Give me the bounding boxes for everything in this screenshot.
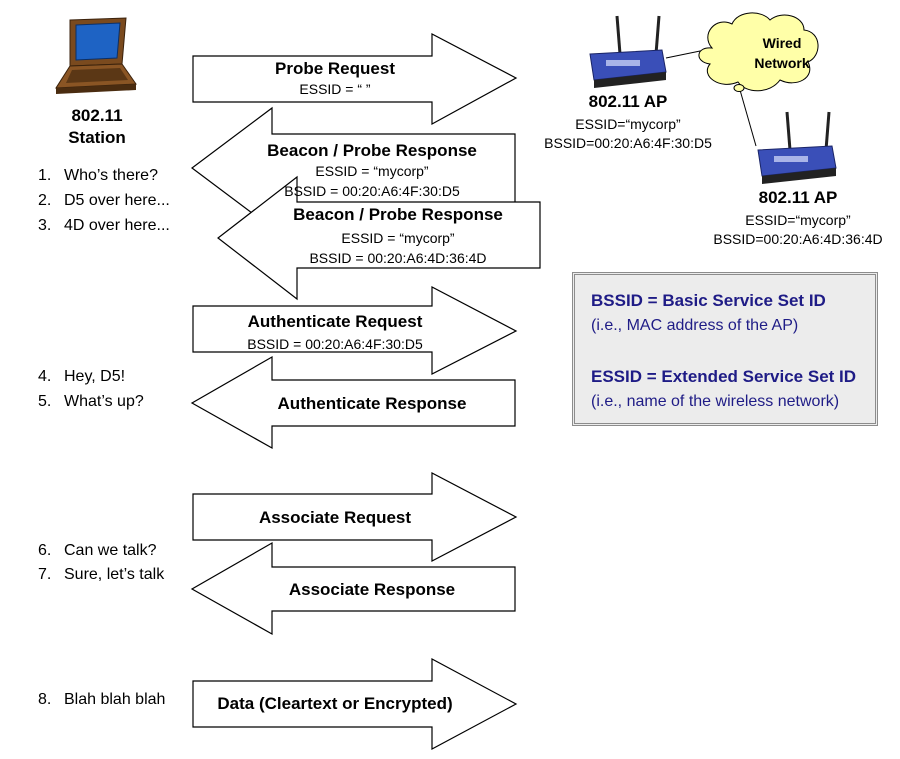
step-item: 1. Who’s there?	[38, 167, 158, 185]
step-number: 3.	[38, 217, 52, 234]
authenticate-request-title: Authenticate Request	[247, 312, 423, 331]
step-item: 8. Blah blah blah	[38, 691, 165, 709]
associate-request-arrow	[192, 472, 518, 562]
cloud-line2: Network	[754, 55, 810, 71]
step-item: 2. D5 over here...	[38, 192, 170, 210]
wired-network-cloud	[665, 12, 819, 147]
data-arrow-title: Data (Cleartext or Encrypted)	[217, 694, 453, 713]
step-text: Sure, let’s talk	[64, 566, 165, 583]
legend-box: BSSID = Basic Service Set ID (i.e., MAC …	[572, 272, 878, 426]
step-number: 2.	[38, 192, 52, 209]
associate-response-title: Associate Response	[288, 580, 456, 599]
station-label-line2: Station	[68, 128, 126, 147]
data-arrow	[192, 657, 518, 751]
step-number: 4.	[38, 368, 52, 385]
authenticate-response-arrow	[190, 355, 516, 450]
legend-bssid-title: BSSID = Basic Service Set ID	[591, 291, 826, 310]
step-text: Who’s there?	[64, 167, 158, 184]
ap2-title: 802.11 AP	[758, 188, 838, 207]
ap1-title: 802.11 AP	[588, 92, 668, 111]
probe-request-arrow	[192, 33, 518, 126]
cloud-line1: Wired	[762, 35, 802, 51]
step-number: 5.	[38, 393, 52, 410]
ap2-essid: ESSID=“mycorp”	[745, 212, 851, 228]
legend-essid-desc: (i.e., name of the wireless network)	[591, 393, 840, 410]
step-number: 1.	[38, 167, 52, 184]
wired-network-label: Wired Network	[752, 33, 812, 73]
step-number: 8.	[38, 691, 52, 708]
beacon2-title: Beacon / Probe Response	[293, 205, 503, 224]
ap1-essid: ESSID=“mycorp”	[575, 116, 681, 132]
step-number: 7.	[38, 566, 52, 583]
laptop-icon	[55, 17, 137, 94]
station-label-line1: 802.11	[71, 106, 123, 125]
step-text: 4D over here...	[64, 217, 170, 234]
legend-bssid-desc: (i.e., MAC address of the AP)	[591, 317, 799, 334]
legend-essid-title: ESSID = Extended Service Set ID	[591, 367, 857, 386]
beacon-response-arrow-2	[217, 175, 541, 301]
associate-request-title: Associate Request	[258, 508, 412, 527]
step-number: 6.	[38, 542, 52, 559]
step-item: 7. Sure, let’s talk	[38, 566, 164, 584]
step-text: Blah blah blah	[64, 691, 166, 708]
step-text: Can we talk?	[64, 542, 157, 559]
probe-request-title: Probe Request	[275, 59, 395, 78]
step-item: 3. 4D over here...	[38, 217, 170, 235]
wireless-router-icon	[589, 15, 667, 88]
step-text: D5 over here...	[64, 192, 170, 209]
ap2-bssid: BSSID=00:20:A6:4D:36:4D	[713, 231, 883, 247]
authenticate-request-bssid: BSSID = 00:20:A6:4F:30:D5	[247, 336, 423, 352]
authenticate-request-arrow	[192, 286, 518, 375]
beacon1-essid: ESSID = “mycorp”	[315, 163, 429, 179]
beacon2-essid: ESSID = “mycorp”	[341, 230, 455, 246]
beacon1-title: Beacon / Probe Response	[267, 141, 477, 160]
step-item: 4. Hey, D5!	[38, 368, 125, 386]
step-item: 5. What’s up?	[38, 393, 144, 411]
step-text: What’s up?	[64, 393, 144, 410]
probe-request-essid: ESSID = “ ”	[299, 81, 371, 97]
step-item: 6. Can we talk?	[38, 542, 157, 560]
beacon1-bssid: BSSID = 00:20:A6:4F:30:D5	[284, 183, 460, 199]
ap1-bssid: BSSID=00:20:A6:4F:30:D5	[544, 135, 712, 151]
authenticate-response-title: Authenticate Response	[277, 394, 467, 413]
step-text: Hey, D5!	[64, 368, 126, 385]
beacon2-bssid: BSSID = 00:20:A6:4D:36:4D	[309, 250, 487, 266]
wireless-router-icon	[757, 111, 837, 184]
associate-response-arrow	[190, 541, 516, 636]
